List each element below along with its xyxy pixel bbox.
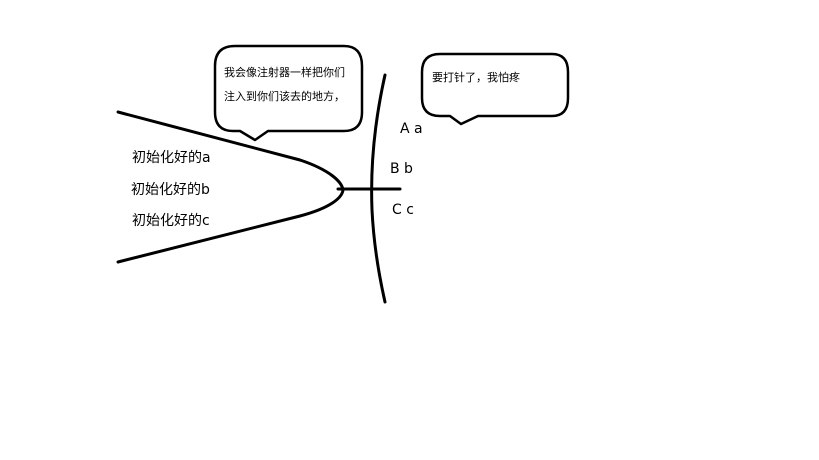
target-speech-line: 要打针了，我怕疼 xyxy=(432,71,520,84)
syringe-speech-bubble xyxy=(213,44,364,142)
skin-curve xyxy=(370,73,387,304)
target-label-b: B b xyxy=(390,161,413,177)
syringe-label-a: 初始化好的a xyxy=(132,150,211,166)
target-label-c: C c xyxy=(392,202,414,218)
syringe-speech-line-1: 我会像注射器一样把你们 xyxy=(224,66,345,79)
syringe-speech-line-2: 注入到你们该去的地方， xyxy=(224,90,345,103)
syringe-label-c: 初始化好的c xyxy=(132,213,210,229)
syringe-label-b: 初始化好的b xyxy=(131,182,210,198)
target-label-a: A a xyxy=(400,121,423,137)
target-speech-bubble xyxy=(420,52,570,126)
